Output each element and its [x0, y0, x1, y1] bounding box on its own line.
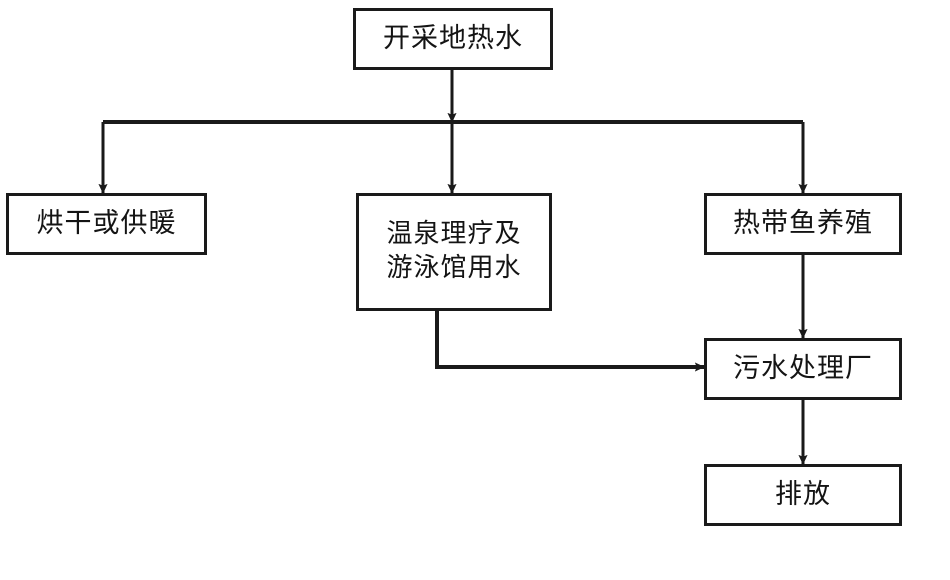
node-source-label: 开采地热水	[383, 22, 523, 54]
node-fish-farming: 热带鱼养殖	[704, 193, 902, 255]
node-drying-heating-label: 烘干或供暖	[36, 207, 177, 239]
node-fish-farming-label: 热带鱼养殖	[733, 207, 873, 239]
edge-spa-pool-to-sewage-plant	[435, 311, 705, 372]
node-drying-heating: 烘干或供暖	[6, 193, 207, 255]
node-discharge: 排放	[704, 464, 902, 526]
node-sewage-plant: 污水处理厂	[704, 338, 902, 400]
node-source: 开采地热水	[353, 8, 553, 70]
node-spa-pool-label: 温泉理疗及 游泳馆用水	[386, 219, 522, 283]
node-discharge-label: 排放	[775, 478, 831, 510]
node-spa-pool: 温泉理疗及 游泳馆用水	[356, 193, 552, 311]
node-sewage-plant-label: 污水处理厂	[733, 352, 873, 384]
